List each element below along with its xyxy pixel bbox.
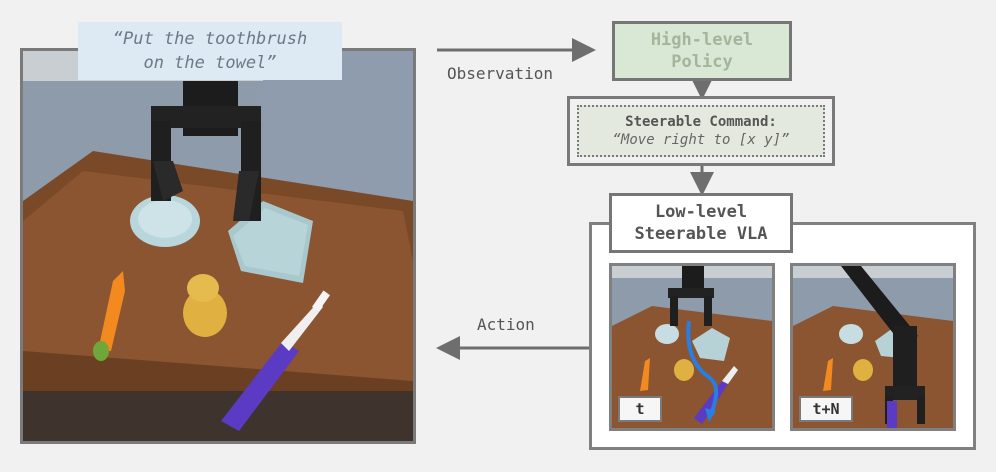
- steerable-command-box: Steerable Command: “Move right to [x y]”: [577, 105, 825, 157]
- time-tag-t-plus-n: t+N: [799, 396, 853, 422]
- observation-label: Observation: [447, 64, 553, 83]
- low-level-vla-box: Low-level Steerable VLA: [609, 193, 793, 253]
- action-label: Action: [477, 315, 535, 334]
- time-tag-t: t: [618, 396, 662, 422]
- frame-t-plus-n: t+N: [790, 263, 956, 431]
- high-level-policy-box: High-level Policy: [612, 21, 792, 81]
- frame-t: t: [609, 263, 775, 431]
- steerable-command-title: Steerable Command:: [625, 114, 777, 130]
- task-instruction: “Put the toothbrush on the towel”: [78, 22, 342, 80]
- steerable-command-text: “Move right to [x y]”: [612, 132, 790, 148]
